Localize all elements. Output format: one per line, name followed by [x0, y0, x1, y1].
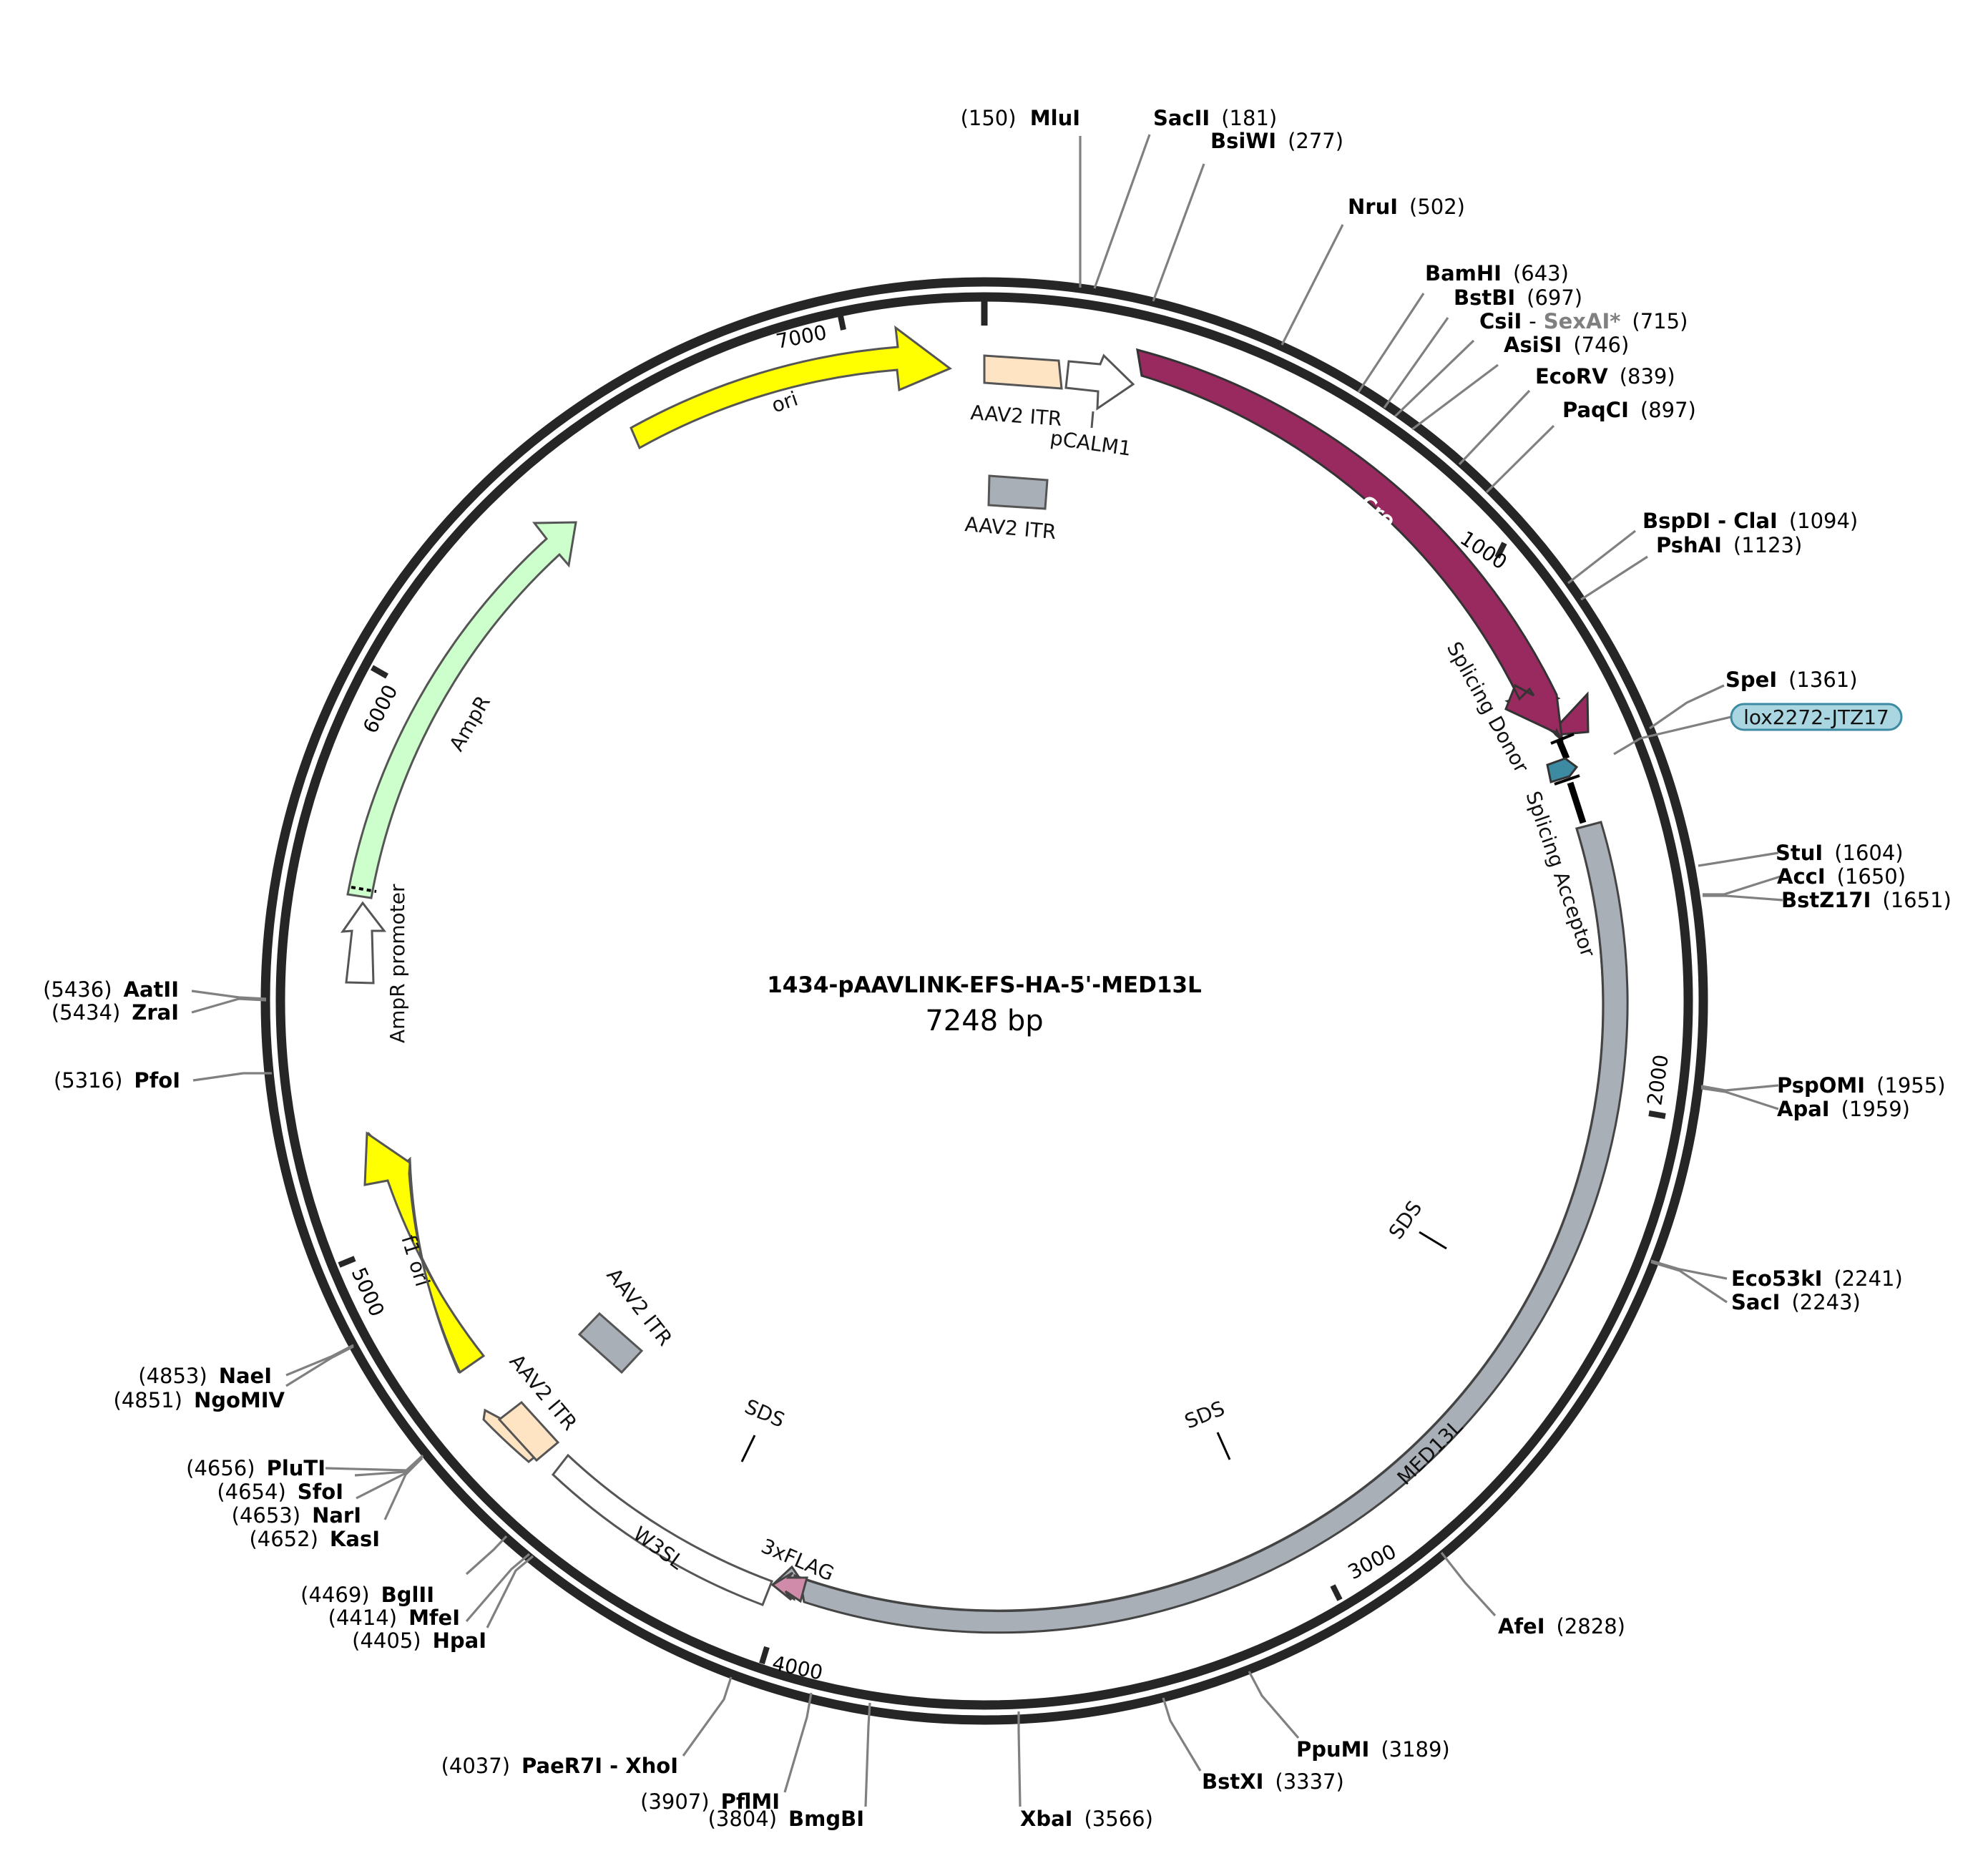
site-label-ngomiv: (4851)NgoMIV — [114, 1388, 285, 1412]
site-label-paer7i-xhoi: (4037)PaeR7I - XhoI — [441, 1754, 678, 1778]
lox2272-leader — [1613, 737, 1641, 756]
site-label-apai: ApaI(1959) — [1777, 1097, 1910, 1121]
feature-aav2-itr-bottom-peach-block[interactable] — [497, 1400, 560, 1462]
site-label-mlui: (150) MluI — [961, 106, 1080, 130]
feature-lox2272-arrow[interactable] — [1546, 757, 1579, 783]
site-label-afei: AfeI(2828) — [1498, 1614, 1625, 1638]
feature-label-sds-1: SDS — [1384, 1196, 1427, 1244]
sds-mark-2 — [1216, 1432, 1231, 1460]
feature-f1-ori-body[interactable] — [363, 1131, 486, 1374]
feature-3xflag-arrow[interactable] — [770, 1571, 808, 1603]
tick-label-2000: 2000 — [1642, 1053, 1673, 1107]
site-label-saci: SacI(2243) — [1731, 1290, 1861, 1314]
tick-mark-1000 — [1494, 542, 1507, 559]
site-label-bspdi-clai: BspDI - ClaI(1094) — [1642, 509, 1858, 533]
feature-cre-body[interactable] — [1136, 348, 1564, 743]
site-label-paqci: PaqCI(897) — [1562, 398, 1696, 422]
tick-mark-7000 — [837, 312, 846, 331]
site-label-sacii: SacII(181) — [1153, 106, 1277, 130]
site-label-naei: (4853)NaeI — [138, 1364, 272, 1388]
site-label-stui: StuI(1604) — [1776, 841, 1904, 865]
feature-label-aav2-itr-top-inner: AAV2 ITR — [964, 512, 1057, 544]
site-label-pflmi: (3907)PflMI — [640, 1789, 780, 1814]
site-label-asisi: AsiSI(746) — [1504, 333, 1629, 357]
feature-aav2-itr-top-grey[interactable] — [987, 474, 1049, 510]
tick-label-4000: 4000 — [770, 1651, 826, 1685]
splicing-donor-cap — [1550, 733, 1575, 745]
site-label-bmgbi: (3804)BmgBI — [708, 1807, 864, 1831]
site-label-xbai: XbaI(3566) — [1020, 1807, 1153, 1831]
site-label-ppumi: PpuMI(3189) — [1296, 1737, 1450, 1762]
site-label-kasi: (4652)KasI — [249, 1527, 380, 1551]
tick-mark-3000 — [1330, 1584, 1343, 1601]
feature-aav2-itr-bottom-grey[interactable] — [577, 1311, 644, 1374]
site-label-bstz17i: BstZ17I(1651) — [1781, 888, 1952, 912]
site-label-acci: AccI(1650) — [1777, 864, 1906, 889]
feature-label-aav2-itr-top: AAV2 ITR — [970, 401, 1063, 431]
tick-label-6000: 6000 — [358, 681, 403, 737]
tick-mark-2000 — [1648, 1110, 1666, 1119]
site-label-pfoi: (5316)PfoI — [54, 1068, 180, 1093]
site-label-hpai: (4405)HpaI — [352, 1628, 486, 1653]
site-label-pluti: (4656)PluTI — [186, 1456, 325, 1480]
sds-mark-1 — [1419, 1231, 1447, 1250]
tick-mark-4000 — [759, 1646, 770, 1665]
site-label-bamhi: BamHI(643) — [1425, 261, 1569, 285]
site-label-sfoi: (4654)SfoI — [217, 1480, 343, 1504]
site-label-bstbi: BstBI(697) — [1454, 285, 1582, 310]
tick-mark-5000 — [338, 1256, 356, 1268]
feature-med13l-body[interactable] — [798, 821, 1629, 1634]
site-label-nrui: NruI(502) — [1348, 195, 1465, 219]
feature-ori-arrow[interactable] — [630, 325, 952, 450]
feature-label-pcalm1: pCALM1 — [1049, 426, 1133, 461]
lox2272-leader-2 — [1640, 715, 1732, 740]
backbone-outer-ring — [260, 277, 1708, 1725]
feature-label-sds-3: SDS — [741, 1394, 788, 1432]
pcalm1-label-leader — [1090, 411, 1095, 429]
site-label-pspomi: PspOMI(1955) — [1777, 1073, 1946, 1098]
sds-mark-3 — [740, 1435, 756, 1462]
feature-label-f1-ori: f1 ori — [396, 1232, 434, 1289]
lox2272-cap — [1554, 774, 1580, 786]
feature-ampr-arrow[interactable] — [346, 521, 577, 899]
site-label-spei: SpeI(1361) — [1725, 668, 1858, 692]
site-label-mfei: (4414)MfeI — [328, 1606, 460, 1630]
site-leaders — [191, 134, 1783, 1807]
backbone-inner-ring — [275, 292, 1693, 1710]
site-label-csii-sexai: CsiI-SexAI*(715) — [1479, 309, 1688, 333]
feature-label-ampr-promoter: AmpR promoter — [386, 884, 409, 1043]
ampr-promoter-boundary — [351, 886, 377, 893]
feature-med13l-arrow[interactable] — [770, 821, 1622, 1616]
site-label-pshai: PshAI(1123) — [1656, 533, 1802, 557]
feature-aav2-itr-top-peach[interactable] — [983, 354, 1063, 390]
tick-mark-6000 — [371, 665, 388, 679]
feature-pcalm1-arrow[interactable] — [1064, 353, 1135, 411]
site-label-bglii: (4469)BglII — [300, 1583, 434, 1607]
feature-w3sl-block[interactable] — [551, 1453, 773, 1606]
splicing-donor-mark — [1556, 740, 1570, 760]
site-label-bstxi: BstXI(3337) — [1202, 1769, 1344, 1794]
site-label-ecorv: EcoRV(839) — [1535, 364, 1675, 389]
lox2272-label-box[interactable] — [1730, 703, 1903, 731]
site-label-eco53ki: Eco53kI(2241) — [1731, 1266, 1903, 1291]
site-label-aatii: (5436)AatII — [43, 977, 179, 1002]
feature-ampr-promoter-arrow[interactable] — [340, 901, 387, 985]
site-label-bsiwi: BsiWI(277) — [1210, 129, 1343, 153]
feature-label-sds-2: SDS — [1181, 1396, 1228, 1433]
feature-label-med13l: MED13L — [1393, 1415, 1468, 1490]
splicing-acceptor-mark — [1567, 781, 1587, 824]
feature-label-ampr: AmpR — [444, 692, 494, 756]
site-label-zrai: (5434)ZraI — [52, 1000, 179, 1025]
feature-label-lox2272: lox2272-JTZ17 — [1743, 705, 1889, 729]
plasmid-name: 1434-pAAVLINK-EFS-HA-5'-MED13L — [767, 972, 1202, 998]
plasmid-length: 7248 bp — [925, 1005, 1043, 1037]
site-label-nari: (4653)NarI — [232, 1503, 361, 1528]
